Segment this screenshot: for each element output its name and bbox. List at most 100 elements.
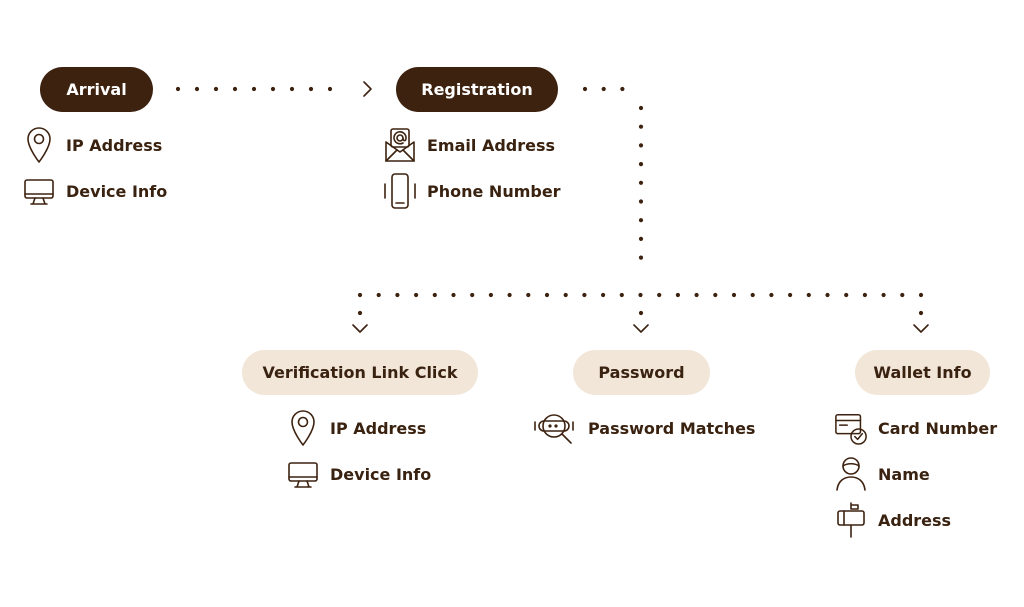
registration-item-label: Phone Number: [427, 181, 561, 201]
connector-dot-branch-horizontal: [675, 292, 681, 298]
arrival-item-label: IP Address: [66, 135, 163, 155]
connector-dot-branch-horizontal: [451, 292, 456, 298]
connector-dot-arrival-registration: [175, 86, 181, 92]
wallet-item-address: Address: [834, 500, 951, 540]
connector-dot-branch-horizontal: [694, 292, 699, 298]
connector-dot-branch-horizontal: [619, 292, 624, 298]
arrival-item-device-info: Device Info: [22, 171, 167, 211]
connector-dot-branch-horizontal: [713, 292, 718, 298]
location-pin-icon: [22, 125, 56, 165]
arrowhead-down-to-verification: [352, 324, 368, 333]
connector-dot-branch-horizontal: [526, 292, 531, 298]
connector-dot-branch-horizontal: [638, 292, 643, 298]
connector-dot-vertical-main: [638, 180, 644, 185]
connector-dot-branch-verification: [357, 310, 363, 316]
connector-dot-branch-horizontal: [357, 292, 363, 298]
connector-dot-branch-horizontal: [563, 292, 568, 298]
connector-dot-branch-horizontal: [414, 292, 419, 298]
connector-dot-branch-horizontal: [844, 292, 849, 298]
monitor-icon: [22, 171, 56, 211]
wallet-item-card-number: Card Number: [834, 408, 997, 448]
connector-dot-arrival-registration: [327, 86, 333, 92]
email-envelope-icon: [383, 125, 417, 165]
wallet-item-label: Address: [878, 510, 952, 530]
wallet-item-label: Name: [878, 464, 930, 484]
wallet-item-label: Card Number: [878, 418, 998, 438]
connector-dot-arrival-registration: [213, 86, 219, 92]
connector-dot-vertical-main: [638, 162, 644, 167]
connector-dot-vertical-main: [638, 124, 644, 129]
arrowhead-right-to-registration: [363, 81, 372, 97]
connector-dot-branch-horizontal: [432, 292, 437, 298]
password-search-icon: [532, 408, 578, 448]
person-icon: [834, 454, 868, 494]
connector-dot-registration-right: [620, 86, 625, 92]
stage-wallet-info: Wallet Info: [855, 350, 990, 395]
connector-dot-branch-horizontal: [657, 292, 662, 298]
verification-item-label: IP Address: [330, 418, 427, 438]
stage-registration-label: Registration: [421, 80, 533, 99]
connector-dot-arrival-registration: [289, 86, 295, 92]
stage-verification-label: Verification Link Click: [262, 363, 458, 382]
stage-password-label: Password: [598, 363, 685, 382]
arrival-item-ip-address: IP Address: [22, 125, 162, 165]
location-pin-icon: [286, 408, 320, 448]
connector-dot-arrival-registration: [232, 86, 238, 92]
connector-dot-branch-horizontal: [376, 292, 381, 298]
connector-dot-branch-horizontal: [862, 292, 868, 298]
connector-dot-arrival-registration: [308, 86, 314, 92]
registration-item-email-address: Email Address: [383, 125, 555, 165]
wallet-item-name: Name: [834, 454, 930, 494]
connector-dot-branch-horizontal: [881, 292, 886, 298]
connector-dot-arrival-registration: [270, 86, 276, 92]
connector-dot-vertical-main: [638, 199, 644, 204]
verification-item-ip-address: IP Address: [286, 408, 426, 448]
connector-dot-branch-password: [638, 310, 644, 316]
verification-item-device-info: Device Info: [286, 454, 431, 494]
connector-dot-branch-horizontal: [825, 292, 830, 298]
stage-wallet-label: Wallet Info: [873, 363, 972, 382]
arrowhead-down-to-password: [633, 324, 649, 333]
mailbox-icon: [834, 500, 868, 540]
verification-item-label: Device Info: [330, 464, 432, 484]
connector-dot-registration-right: [582, 86, 588, 92]
credit-card-check-icon: [834, 408, 868, 448]
connector-dot-vertical-main: [638, 105, 644, 111]
phone-icon: [383, 171, 417, 211]
stage-arrival-label: Arrival: [66, 80, 127, 99]
connector-dot-branch-horizontal: [731, 292, 737, 298]
connector-dot-branch-horizontal: [601, 292, 606, 298]
connector-dot-arrival-registration: [194, 86, 200, 92]
connector-dot-branch-horizontal: [488, 292, 493, 298]
connector-dot-vertical-main: [638, 218, 644, 223]
connector-dot-arrival-registration: [251, 86, 257, 92]
monitor-icon: [286, 454, 320, 494]
connector-dot-branch-wallet: [918, 310, 924, 316]
connector-dot-vertical-main: [638, 255, 644, 260]
connector-dot-branch-horizontal: [750, 292, 755, 298]
arrowhead-down-to-wallet: [913, 324, 929, 333]
stage-arrival: Arrival: [40, 67, 153, 112]
connector-dot-registration-right: [601, 86, 606, 92]
connector-dot-vertical-main: [638, 143, 644, 148]
registration-item-phone-number: Phone Number: [383, 171, 561, 211]
registration-item-label: Email Address: [427, 135, 556, 155]
password-item-password-matches: Password Matches: [532, 408, 755, 448]
connector-dot-branch-horizontal: [470, 292, 475, 298]
stage-registration: Registration: [396, 67, 558, 112]
connector-dot-branch-horizontal: [769, 292, 774, 298]
connector-dot-branch-horizontal: [806, 292, 811, 298]
connector-dot-branch-horizontal: [507, 292, 512, 298]
connector-dot-branch-horizontal: [788, 292, 793, 298]
stage-password: Password: [573, 350, 710, 395]
connector-dot-branch-horizontal: [395, 292, 400, 298]
connector-dot-branch-horizontal: [918, 292, 924, 298]
connector-dot-branch-horizontal: [900, 292, 905, 298]
stage-verification-link-click: Verification Link Click: [242, 350, 478, 395]
arrival-item-label: Device Info: [66, 181, 168, 201]
connector-dot-branch-horizontal: [544, 292, 550, 298]
connector-dot-vertical-main: [638, 236, 644, 241]
password-item-label: Password Matches: [588, 418, 756, 438]
connector-dot-branch-horizontal: [582, 292, 587, 298]
